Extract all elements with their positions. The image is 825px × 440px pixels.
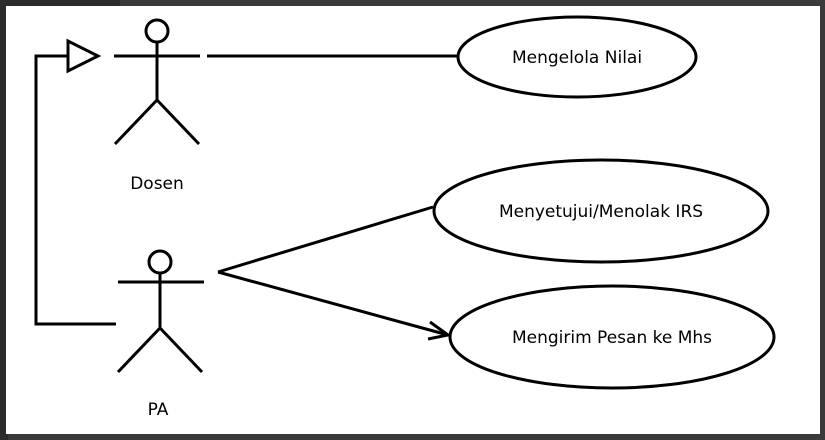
use-case-mengirim-pesan-label: Mengirim Pesan ke Mhs [512, 328, 712, 348]
left-edge-strip [0, 0, 8, 440]
association-pa-menyetujui-irs [217, 205, 434, 274]
open-arrowhead [427, 320, 452, 341]
actor-pa-left-leg [116, 326, 162, 374]
actor-dosen-label: Dosen [130, 174, 184, 194]
use-case-mengelola-nilai-label: Mengelola Nilai [512, 48, 642, 68]
use-case-menyetujui-irs-label: Menyetujui/Menolak IRS [499, 202, 703, 222]
use-case-mengelola-nilai: Mengelola Nilai [456, 15, 698, 99]
actor-pa-right-leg [158, 326, 204, 374]
actor-pa [116, 249, 204, 374]
actor-dosen-right-leg [155, 98, 201, 146]
association-pa-mengirim-pesan [217, 270, 452, 341]
actor-pa-label: PA [148, 400, 169, 420]
use-case-menyetujui-irs: Menyetujui/Menolak IRS [432, 158, 770, 264]
use-case-mengirim-pesan: Mengirim Pesan ke Mhs [448, 284, 776, 390]
actor-dosen [113, 18, 201, 146]
top-edge-strip [0, 0, 120, 6]
generalization-pa-to-dosen [34, 38, 116, 326]
actor-dosen-left-leg [113, 98, 159, 146]
